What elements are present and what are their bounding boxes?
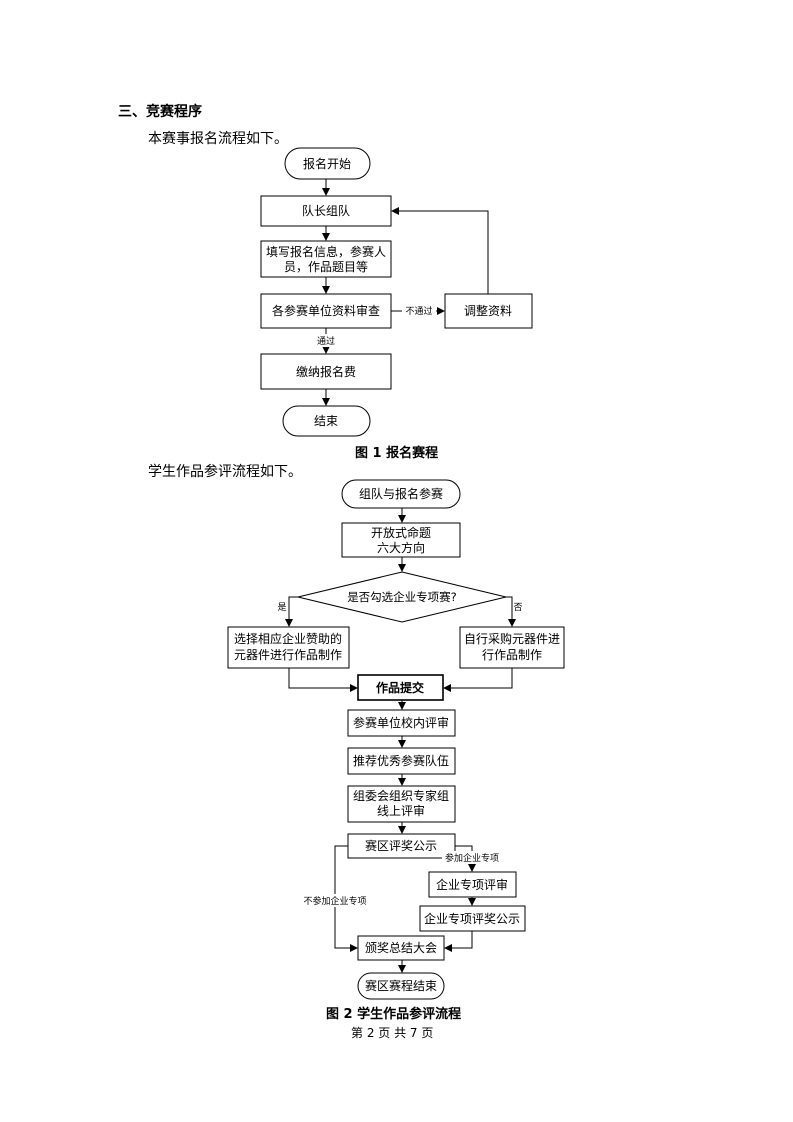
fig1-start-node bbox=[284, 147, 371, 180]
fig2-online-text-1: 组委会组织专家组 bbox=[353, 788, 449, 803]
fig1-team-node bbox=[260, 195, 392, 227]
fig2-right-text-1: 自行采购元器件进 bbox=[464, 631, 560, 646]
fig2-no-label: 否 bbox=[513, 602, 522, 613]
fig1-team-text: 队长组队 bbox=[302, 203, 350, 218]
fig2-left-text-1: 选择相应企业赞助的 bbox=[234, 631, 342, 646]
fig1-pass-label: 通过 bbox=[317, 335, 335, 347]
fig2-right-text-2: 行作品制作 bbox=[482, 648, 542, 662]
fig2-end-node bbox=[357, 972, 445, 1000]
intro-paragraph-evaluation: 学生作品参评流程如下。 bbox=[148, 464, 302, 480]
fig2-left-node bbox=[227, 626, 350, 669]
fig2-topic-node bbox=[341, 522, 461, 558]
fig1-fill-text-2: 员，作品题目等 bbox=[284, 260, 368, 274]
fig1-adjust-text: 调整资料 bbox=[464, 303, 512, 318]
fig1-end-text: 结束 bbox=[314, 414, 338, 428]
fig2-award-text: 颁奖总结大会 bbox=[365, 940, 437, 955]
fig2-online-node bbox=[347, 785, 456, 823]
fig2-submit-node bbox=[357, 674, 444, 701]
fig2-arrow-right-submit bbox=[443, 668, 513, 692]
fig2-ent-review-node bbox=[428, 871, 517, 898]
fig2-not-join-label: 不参加企业专项 bbox=[303, 895, 366, 907]
fig2-publicity-node bbox=[347, 833, 456, 859]
fig2-decision-text: 是否勾选企业专项赛? bbox=[347, 590, 457, 604]
fig2-arrow-ent-publicity-award bbox=[444, 931, 473, 952]
fig2-recommend-node bbox=[347, 747, 456, 775]
figure1-caption: 图 1 报名赛程 bbox=[355, 446, 439, 461]
figure2-caption: 图 2 学生作品参评流程 bbox=[326, 1007, 462, 1022]
fig2-start-text: 组队与报名参赛 bbox=[359, 486, 443, 501]
fig2-decision-node bbox=[297, 571, 507, 623]
fig2-arrow-decision-right bbox=[506, 596, 516, 627]
fig1-start-text: 报名开始 bbox=[303, 156, 351, 171]
fig1-fill-node bbox=[260, 240, 392, 278]
fig2-ent-review-text: 企业专项评审 bbox=[436, 877, 508, 892]
figure2-flowchart bbox=[227, 479, 565, 1000]
fig2-yes-label: 是 bbox=[277, 602, 286, 613]
fig1-end-node bbox=[282, 405, 371, 437]
fig2-topic-text-1: 开放式命题 bbox=[371, 525, 431, 540]
section-heading: 三、竞赛程序 bbox=[118, 104, 202, 120]
fig1-review-text: 各参赛单位资料审查 bbox=[272, 303, 380, 318]
fig2-topic-text-2: 六大方向 bbox=[377, 540, 425, 555]
fig2-start-node bbox=[341, 479, 461, 509]
fig1-fill-text-1: 填写报名信息，参赛人 bbox=[266, 244, 386, 259]
fig1-adjust-node bbox=[444, 293, 533, 329]
fig2-end-text: 赛区赛程结束 bbox=[365, 978, 437, 993]
figure1-flowchart bbox=[260, 147, 533, 437]
fig2-join-label: 参加企业专项 bbox=[445, 852, 499, 864]
fig1-review-node bbox=[260, 293, 392, 329]
fig2-arrow-decision-left bbox=[285, 596, 298, 627]
page-number-footer: 第 2 页 共 7 页 bbox=[351, 1026, 434, 1040]
fig1-arrow-adjust-team bbox=[391, 207, 489, 294]
fig2-left-text-2: 元器件进行作品制作 bbox=[234, 648, 342, 662]
fig2-right-node bbox=[459, 626, 565, 669]
fig2-submit-text: 作品提交 bbox=[376, 680, 424, 695]
fig2-school-review-node bbox=[347, 709, 456, 737]
fig1-fail-label: 不通过 bbox=[405, 305, 432, 317]
fig2-publicity-text: 赛区评奖公示 bbox=[365, 838, 437, 853]
fig2-recommend-text: 推荐优秀参赛队伍 bbox=[353, 753, 449, 768]
intro-paragraph-registration: 本赛事报名流程如下。 bbox=[148, 131, 288, 147]
fig2-online-text-2: 线上评审 bbox=[377, 803, 425, 818]
fig2-ent-publicity-node bbox=[419, 905, 526, 932]
fig2-arrow-left-submit bbox=[288, 668, 358, 692]
fig1-pay-text: 缴纳报名费 bbox=[296, 364, 356, 379]
fig2-school-review-text: 参赛单位校内评审 bbox=[353, 715, 449, 730]
fig2-ent-publicity-text: 企业专项评奖公示 bbox=[424, 911, 520, 926]
fig1-pay-node bbox=[260, 353, 392, 390]
fig2-award-node bbox=[357, 935, 445, 961]
